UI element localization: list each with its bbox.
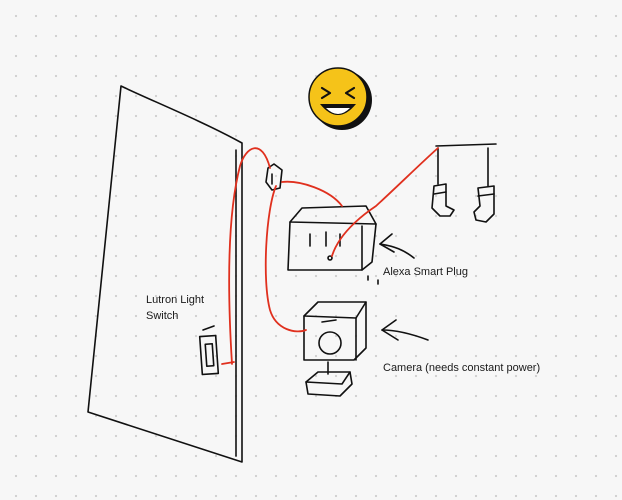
switch-label-line1: Lutron Light (146, 294, 205, 306)
switch-label: Lutron Light Switch (146, 292, 204, 324)
arrow-to-plug-icon (379, 233, 415, 259)
arrow-to-camera-icon (381, 319, 429, 341)
switch-label-line2: Switch (146, 310, 179, 322)
wall-outlet-icon (265, 163, 283, 191)
wall (87, 85, 243, 463)
camera-icon (303, 301, 367, 397)
power-wires (221, 147, 439, 365)
plug-label: Alexa Smart Plug (383, 266, 468, 278)
smart-plug-icon (287, 205, 379, 285)
stocking-icon (431, 143, 497, 223)
light-switch-icon (198, 325, 220, 376)
laughing-face-icon (308, 67, 372, 130)
camera-label: Camera (needs constant power) (383, 362, 541, 374)
